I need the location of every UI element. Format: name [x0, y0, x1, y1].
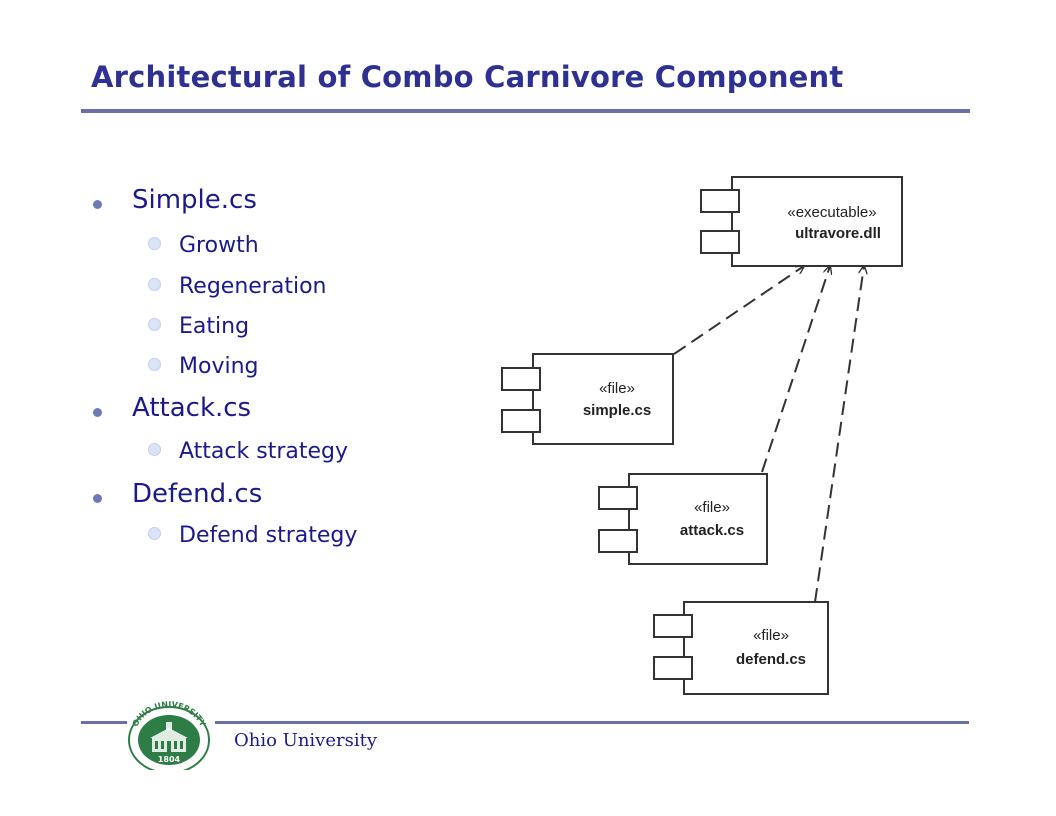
sub-bullet-dot-icon: [148, 237, 161, 250]
sub-bullet-label: Attack strategy: [179, 439, 348, 464]
sub-bullet-dot-icon: [148, 318, 161, 331]
component-name: defend.cs: [736, 651, 806, 668]
component-defend: «file» defend.cs: [653, 601, 829, 695]
footer-institution: Ohio University: [234, 730, 378, 751]
component-ultravore: «executable» ultravore.dll: [700, 176, 903, 267]
component-name: simple.cs: [583, 402, 651, 419]
ohio-university-seal-icon: OHIO UNIVERSITY 1804: [128, 700, 210, 770]
component-name: attack.cs: [680, 522, 744, 539]
footer-divider-right: [215, 721, 969, 724]
dependency-defend-to-ultravore: [814, 266, 864, 603]
component-name: ultravore.dll: [795, 225, 881, 242]
slide-title: Architectural of Combo Carnivore Compone…: [91, 60, 844, 94]
sub-bullet-dot-icon: [148, 358, 161, 371]
bullet-dot-icon: [93, 494, 102, 503]
component-stereotype: «executable»: [787, 204, 876, 221]
seal-year-text: 1804: [158, 755, 181, 764]
footer-divider-left: [81, 721, 127, 724]
sub-bullet-label: Moving: [179, 354, 259, 379]
bullet-dot-icon: [93, 200, 102, 209]
sub-bullet-dot-icon: [148, 278, 161, 291]
dependency-simple-to-ultravore: [673, 266, 804, 355]
component-simple: «file» simple.cs: [501, 353, 674, 445]
sub-bullet-label: Growth: [179, 233, 259, 258]
component-attack: «file» attack.cs: [598, 473, 768, 565]
component-stereotype: «file»: [694, 499, 730, 516]
title-divider: [81, 109, 970, 113]
component-diagram: «executable» ultravore.dll «file» simple…: [501, 176, 903, 695]
bullet-label: Attack.cs: [132, 393, 252, 423]
bullet-dot-icon: [93, 408, 102, 417]
dependency-attack-to-ultravore: [761, 266, 830, 473]
sub-bullet-dot-icon: [148, 443, 161, 456]
bullet-label: Defend.cs: [132, 479, 263, 509]
sub-bullet-label: Defend strategy: [179, 523, 358, 548]
sub-bullet-label: Eating: [179, 314, 250, 339]
sub-bullet-label: Regeneration: [179, 274, 327, 299]
bullet-label: Simple.cs: [132, 185, 257, 215]
component-stereotype: «file»: [599, 380, 635, 397]
component-stereotype: «file»: [753, 627, 789, 644]
sub-bullet-dot-icon: [148, 527, 161, 540]
